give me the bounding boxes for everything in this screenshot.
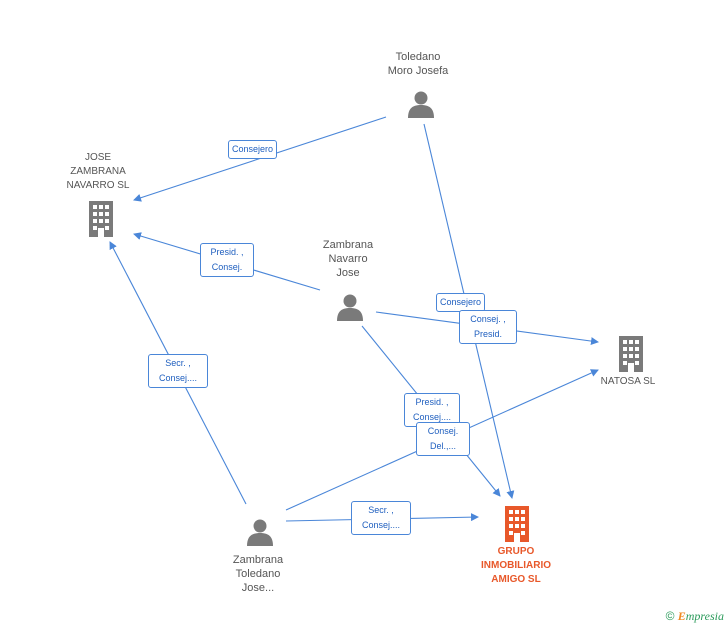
node-label-toledano: Toledano Moro Josefa — [387, 51, 449, 77]
person-icon[interactable] — [246, 518, 274, 546]
person-icon[interactable] — [407, 90, 435, 118]
edge-label-toledano-grupo[interactable]: Consej. Del.,... — [416, 422, 470, 456]
edge-label-zambrana-toledano-jose-sl[interactable]: Secr. , Consej.... — [148, 354, 208, 388]
node-label-natosa: NATOSA SL — [600, 376, 656, 387]
person-icon[interactable] — [336, 293, 364, 321]
edge-label-toledano-jose-sl[interactable]: Consejero — [228, 140, 278, 159]
node-label-zambrana-navarro: Zambrana Navarro Jose — [322, 239, 374, 279]
building-icon[interactable] — [502, 506, 532, 542]
node-label-zambrana-toledano: Zambrana Toledano Jose... — [232, 554, 284, 594]
edge-label-zambrana-navarro-grupo[interactable]: Presid. , Consej.... — [404, 393, 460, 427]
empresia-logo: © Empresia — [665, 609, 724, 623]
copyright-icon: © — [665, 609, 675, 623]
node-label-grupo: GRUPO INMOBILIARIO AMIGO SL — [481, 546, 551, 585]
edge-label-zambrana-toledano-grupo[interactable]: Secr. , Consej.... — [351, 501, 411, 535]
edge-label-zambrana-navarro-natosa[interactable]: Consej. , Presid. — [459, 310, 517, 344]
edge-label-zambrana-navarro-jose-sl[interactable]: Presid. , Consej. — [200, 243, 254, 277]
building-icon[interactable] — [616, 336, 646, 372]
building-icon[interactable] — [86, 201, 116, 237]
node-label-jose-zambrana-sl: JOSE ZAMBRANA NAVARRO SL — [66, 152, 130, 191]
